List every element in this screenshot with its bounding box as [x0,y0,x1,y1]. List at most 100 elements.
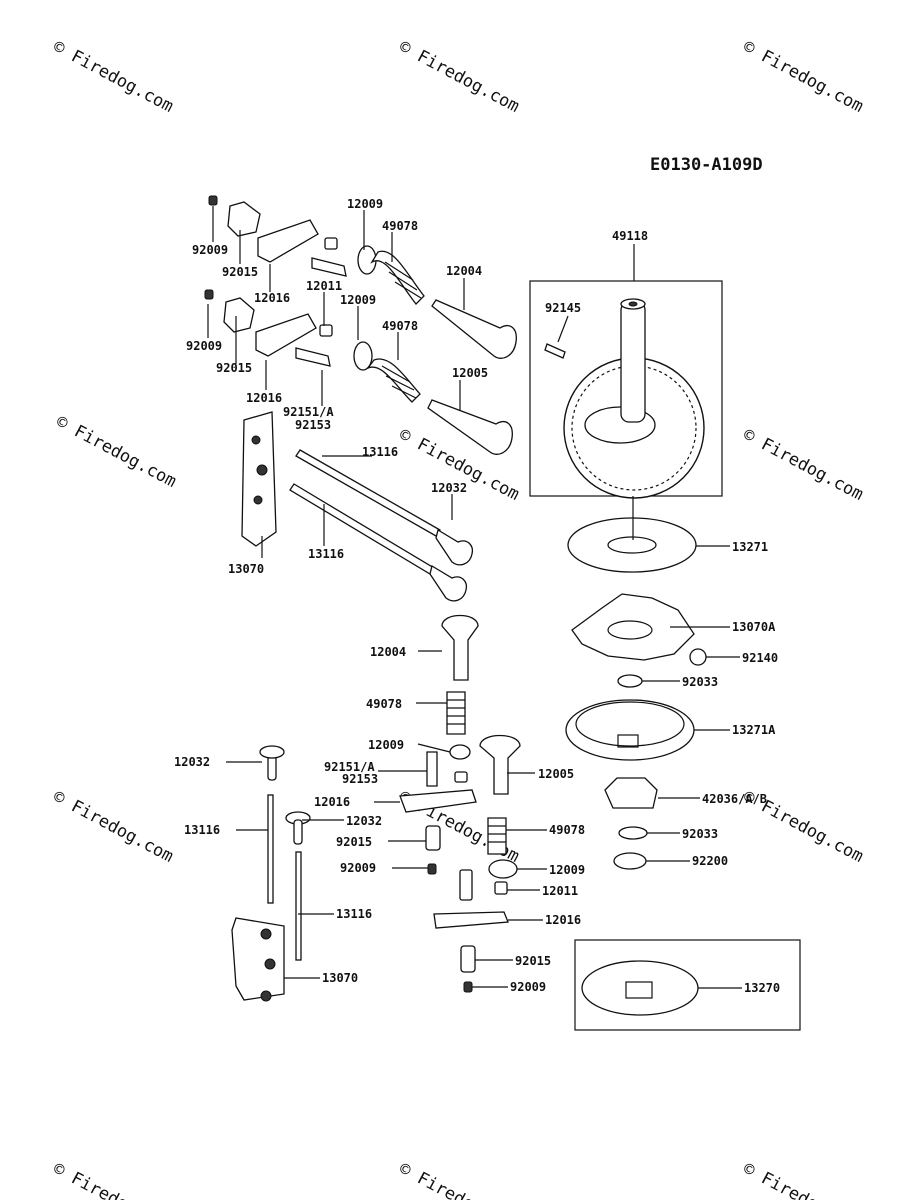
part-label: 13070 [228,562,264,576]
watermark: © Firedog.com [396,1159,523,1200]
push-rod-shape [267,794,274,904]
part-label: 12009 [368,738,404,752]
washer-shape [353,341,373,371]
part-label: 12009 [340,293,376,307]
part-label: 13116 [362,445,398,459]
part-label: 92200 [692,854,728,868]
part-label: 13270 [744,981,780,995]
part-label: 92033 [682,827,718,841]
part-label: 13271 [732,540,768,554]
part-label: 92145 [545,301,581,315]
leader-lines [207,206,742,989]
part-label: 13116 [308,547,344,561]
part-label: 12016 [314,795,350,809]
part-label: 12009 [549,863,585,877]
part-label: 12032 [431,481,467,495]
push-rod-shape [295,449,441,537]
diagram-code: E0130-A109D [650,155,763,175]
valve-shape [427,399,513,455]
part-label: 13070A [732,620,776,634]
part-label: 12004 [370,645,406,659]
part-label: 92009 [192,243,228,257]
adjuster-shape [223,297,255,333]
cup-shape [581,960,699,1016]
part-label: 92009 [510,980,546,994]
part-label: 92009 [186,339,222,353]
part-label: 92033 [682,675,718,689]
part-label: 12011 [306,279,342,293]
part-label: 13116 [184,823,220,837]
part-label: 49078 [366,697,402,711]
nut-shape [204,289,214,300]
part-label: 92140 [742,651,778,665]
rocker-arm-shape [399,789,477,813]
ring-shape [617,674,643,688]
part-label: 92015 [336,835,372,849]
nut-shape [208,195,218,206]
rocker-arm-shape [255,313,317,357]
part-label: 12032 [346,814,382,828]
tappet-shape [429,564,468,602]
watermark: © Firedog.com [740,37,867,117]
stud-shape [426,751,438,787]
part-label: 92151/A [324,760,375,774]
part-label: 12016 [545,913,581,927]
ball-shape [689,648,707,666]
watermark: © Firedog.com [50,37,177,117]
part-label: 49078 [382,319,418,333]
watermark: © Firedog.com [50,1159,177,1200]
valve-shape [441,614,479,681]
washer-shape [449,744,471,760]
part-label: 12009 [347,197,383,211]
part-label: 92153 [342,772,378,786]
rocker-arm-shape [433,911,509,929]
part-label: 12032 [174,755,210,769]
governor-cup-box [574,939,801,1031]
tappet-shape [259,745,285,759]
plate-shape [567,517,697,573]
part-label: 12005 [452,366,488,380]
part-label: 12004 [446,264,482,278]
watermark: © Firedog.com [740,1159,867,1200]
part-label: 92009 [340,861,376,875]
pivot-shape [324,237,338,250]
tappet-shape [435,528,474,566]
breather-plate-shape [231,917,285,1001]
bowl-shape [565,699,695,761]
washer-shape [488,859,518,879]
part-label: 49118 [612,229,648,243]
rocker-arm-shape [257,219,319,263]
part-label: 92153 [295,418,331,432]
rocker-assembly-upper [208,195,517,359]
breather-plate-shape [241,411,277,547]
part-label: 12016 [254,291,290,305]
spring-shape [487,817,507,855]
push-rod-shape [295,851,302,961]
stud-shape [311,257,347,277]
washer-shape [613,852,647,870]
part-label: 12005 [538,767,574,781]
stud-shape [459,869,473,901]
watermark: © Firedog.com [396,37,523,117]
part-label: 13271A [732,723,776,737]
flyweight-plate-shape [571,593,695,661]
stud-shape [295,347,331,367]
part-label: 49078 [382,219,418,233]
watermark: © Firedog.com [740,425,867,505]
part-label: 49078 [549,823,585,837]
pivot-shape [319,324,333,337]
valve-shape [431,299,517,359]
watermark: © Firedog.com [50,787,177,867]
part-label: 12011 [542,884,578,898]
part-label: 42036/A/B [702,792,767,806]
part-label: 13116 [336,907,372,921]
spring-pin-shape [544,343,566,359]
sleeve-shape [604,777,658,809]
part-label: 92015 [222,265,258,279]
part-label: 13070 [322,971,358,985]
adjuster-shape [227,201,261,237]
rocker-assembly-lower [204,289,513,455]
ring-shape [618,826,648,840]
part-label: 92015 [216,361,252,375]
